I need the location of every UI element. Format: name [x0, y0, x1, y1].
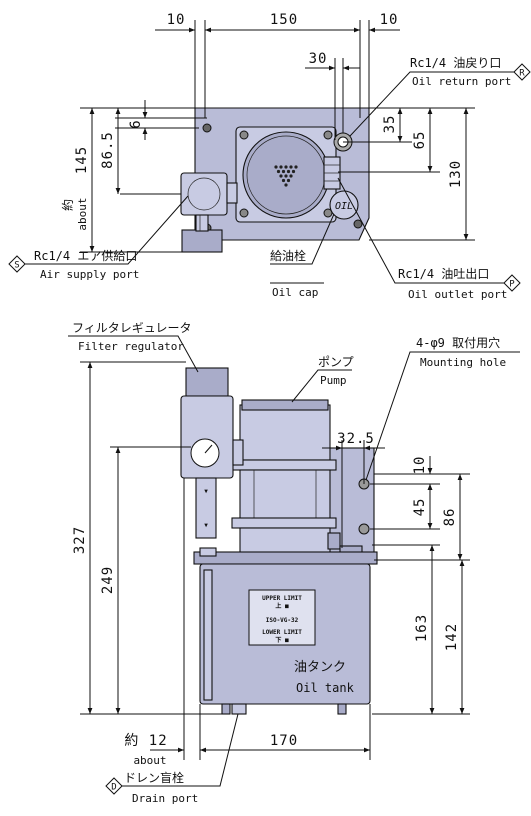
svg-text:S: S — [14, 261, 19, 271]
motor-body — [239, 469, 331, 521]
lower-limit-label: LOWER LIMIT — [262, 629, 302, 636]
dim-10-right: 10 — [380, 12, 399, 28]
vent-dot — [289, 174, 293, 178]
svg-text:▼: ▼ — [204, 488, 208, 495]
drain-label-en: Drain port — [132, 792, 198, 805]
oil-outlet-label-jp: Rc1/4 油吐出口 — [398, 267, 489, 281]
upper-limit-mark: 上 ■ — [275, 602, 289, 610]
regulator-knob — [181, 229, 223, 253]
top-view: OIL 10 150 10 30 35 65 — [8, 12, 531, 301]
dim-145-about: about — [76, 197, 89, 230]
svg-text:P: P — [509, 280, 515, 290]
filter-label-en: Filter regulator — [78, 340, 184, 353]
pump-label-en: Pump — [320, 374, 347, 387]
dim-142: 142 — [444, 623, 460, 651]
oil-tank-label-jp: 油タンク — [294, 660, 346, 675]
mount-label-jp: 4-φ9 取付用穴 — [416, 335, 500, 350]
dim-145: 145 — [74, 146, 90, 174]
oil-cap — [329, 190, 359, 220]
dim-45: 45 — [412, 498, 428, 517]
drain-symbol: D — [105, 777, 123, 795]
lower-limit-mark: 下 ■ — [275, 637, 289, 644]
oil-tank-label-en: Oil tank — [296, 681, 355, 695]
motor-lower-flange — [231, 517, 337, 529]
dim-163: 163 — [414, 614, 430, 642]
pump-top — [241, 399, 329, 411]
dim-10-mount: 10 — [412, 456, 428, 475]
motor-flange — [231, 459, 337, 471]
dim-10-left: 10 — [167, 12, 186, 28]
dim-30: 30 — [309, 51, 328, 67]
dim-145-yaku: 約 — [60, 199, 75, 211]
oil-cap-text: OIL — [335, 201, 353, 212]
dim-86-5: 86.5 — [100, 131, 116, 169]
plate-bolt — [353, 219, 363, 229]
oil-return-label-jp: Rc1/4 油戻り口 — [410, 56, 501, 70]
vent-dot — [286, 169, 291, 174]
vent-dot — [284, 183, 288, 187]
vent-dot — [284, 165, 288, 169]
pump-label-jp: ポンプ — [318, 355, 354, 369]
vent-dot — [286, 178, 291, 183]
flange-bolt — [239, 130, 249, 140]
oil-cap-label-jp: 給油栓 — [270, 248, 306, 263]
drain-plug — [231, 703, 247, 715]
motor-fan-vent — [274, 165, 298, 187]
svg-text:▼: ▼ — [204, 522, 208, 529]
dim-86: 86 — [442, 508, 458, 527]
dim-65: 65 — [412, 131, 428, 150]
air-supply-label-en: Air supply port — [40, 268, 139, 281]
upper-limit-label: UPPER LIMIT — [262, 595, 302, 602]
vent-dot — [284, 174, 288, 178]
dim-327: 327 — [72, 526, 88, 554]
flange-bolt — [239, 208, 249, 218]
pump-motor-head — [239, 404, 331, 461]
dim-32-5: 32.5 — [337, 431, 375, 447]
svg-text:D: D — [111, 783, 116, 793]
dim-12: 約 12 — [124, 733, 167, 749]
mount-label-en: Mounting hole — [420, 356, 506, 369]
oil-return-symbol: R — [513, 63, 531, 81]
front-view: ▼ ▼ UPPER LIMIT 上 ■ ISO-VG-32 LOWER LIMI… — [68, 321, 520, 805]
svg-text:R: R — [519, 69, 525, 79]
regulator-cap — [185, 367, 229, 397]
tank-lid — [193, 551, 378, 565]
dim-150: 150 — [270, 12, 298, 28]
vent-dot — [294, 165, 298, 169]
dim-249: 249 — [100, 566, 116, 594]
vent-dot — [281, 169, 286, 174]
vent-dot — [279, 174, 283, 178]
drain-label-jp: ドレン盲栓 — [124, 770, 184, 785]
vent-dot — [281, 178, 286, 183]
filter-label-jp: フィルタレギュレータ — [72, 321, 192, 335]
vent-dot — [276, 169, 281, 174]
dim-12-about: about — [133, 754, 166, 767]
plate-bolt — [202, 123, 212, 133]
oil-outlet-symbol: P — [503, 274, 521, 292]
oil-return-label-en: Oil return port — [412, 75, 511, 88]
air-supply-label-jp: Rc1/4 エア供給口 — [34, 249, 137, 263]
level-gauge — [248, 589, 316, 646]
oil-outlet-label-en: Oil outlet port — [408, 288, 507, 301]
vent-dot — [274, 165, 278, 169]
dim-35: 35 — [382, 115, 398, 134]
oil-cap-label-en: Oil cap — [272, 286, 318, 299]
oil-grade-label: ISO-VG-32 — [266, 617, 299, 624]
air-supply-symbol: S — [8, 255, 26, 273]
vent-dot — [291, 169, 296, 174]
vent-dot — [289, 165, 293, 169]
vent-dot — [279, 165, 283, 169]
dim-6: 6 — [128, 119, 144, 128]
dim-130: 130 — [448, 160, 464, 188]
dim-170: 170 — [270, 733, 298, 749]
flange-bolt — [323, 130, 333, 140]
